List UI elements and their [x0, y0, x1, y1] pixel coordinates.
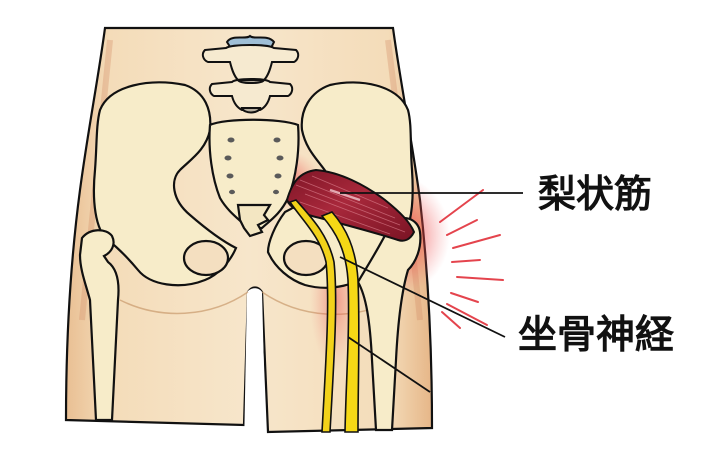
piriformis-muscle: [285, 168, 416, 242]
sciatic-nerve: [288, 199, 360, 433]
femurs: [78, 216, 422, 432]
leader-lines: [339, 192, 523, 393]
sciatic-leader-line-upper: [339, 256, 506, 338]
sacral-foramina: [224, 137, 284, 195]
piriformis-label: 梨状筋: [538, 172, 653, 216]
sciatic-nerve-label: 坐骨神経: [518, 313, 675, 358]
sciatic-leader-line-lower: [347, 336, 431, 393]
pain-burst-icon: [439, 189, 504, 329]
lumbar-spine: [201, 34, 300, 114]
